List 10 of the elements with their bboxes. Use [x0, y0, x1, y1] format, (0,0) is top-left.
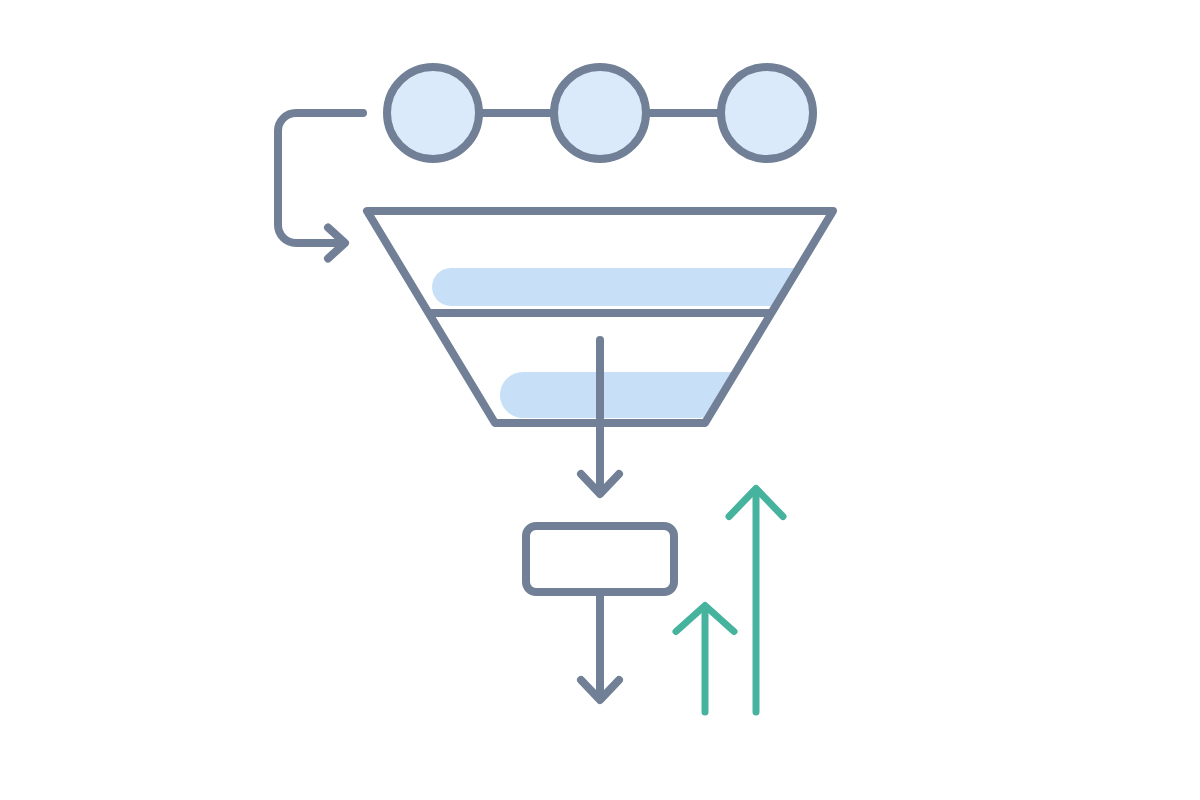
funnel	[363, 207, 837, 427]
circle	[383, 63, 483, 163]
connector-line	[479, 109, 554, 117]
connector-line	[646, 109, 721, 117]
arrow	[577, 336, 623, 498]
arrow	[577, 592, 623, 704]
circle	[717, 63, 817, 163]
circle	[550, 63, 650, 163]
elbow-arrow	[274, 109, 367, 263]
rounded-box	[522, 522, 678, 596]
